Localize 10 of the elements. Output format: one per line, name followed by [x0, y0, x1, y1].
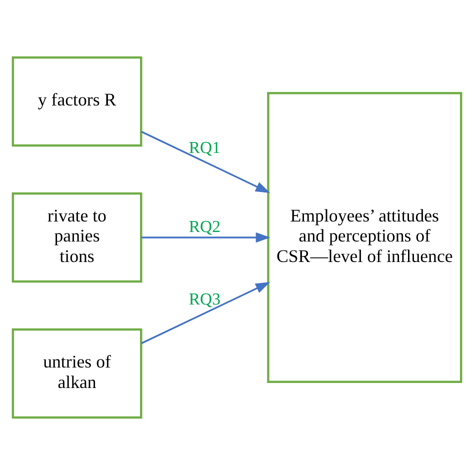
node-box: rivate to panies tions — [12, 192, 142, 282]
edge-label: RQ3 — [188, 288, 220, 308]
edge-label: RQ2 — [188, 216, 220, 236]
node-box: Employees’ attitudes and perceptions of CSR—level of influence — [267, 92, 462, 382]
node-box: y factors R — [12, 56, 142, 146]
node-box: untries of alkan — [12, 328, 142, 418]
arrow — [141, 282, 270, 344]
arrow — [141, 130, 270, 192]
arrow — [141, 232, 270, 242]
edge-label: RQ1 — [188, 137, 220, 156]
